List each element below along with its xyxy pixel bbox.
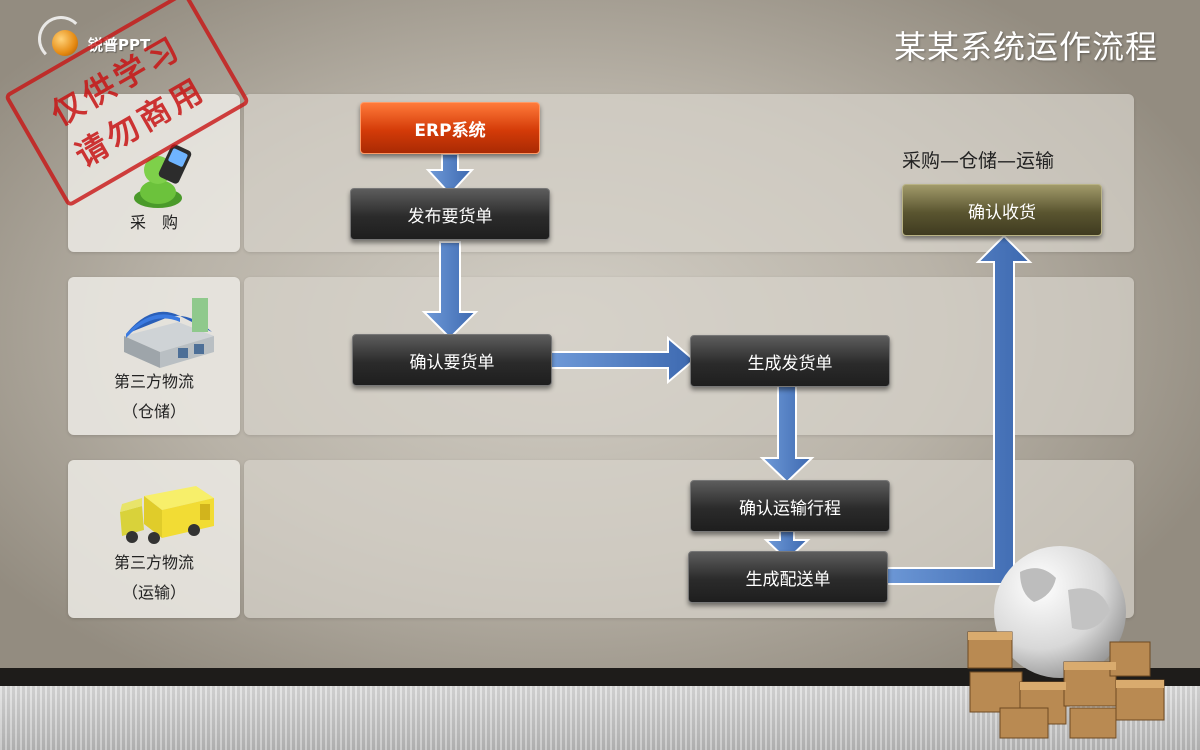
arrow-publish-to-confirm <box>421 241 479 340</box>
box-generate-delivery: 生成配送单 <box>688 551 888 603</box>
box-publish-order: 发布要货单 <box>350 188 550 240</box>
warehouse-icon <box>124 298 214 368</box>
box-confirm-receipt: 确认收货 <box>902 184 1102 236</box>
lane-name-purchase: 采 购 <box>129 213 178 232</box>
lane-subname-warehouse: （仓储） <box>121 402 186 421</box>
arrow-delivery-to-receipt <box>877 234 1033 585</box>
phone-person-icon <box>134 144 192 208</box>
lane-name-transport: 第三方物流 <box>113 553 194 572</box>
box-confirm-order: 确认要货单 <box>352 334 552 386</box>
arrow-shipment-to-transport <box>759 385 815 484</box>
box-confirm-transport: 确认运输行程 <box>690 480 890 532</box>
arrow-erp-to-publish <box>425 153 475 196</box>
flow-annotation: 采购—仓储—运输 <box>902 150 1055 172</box>
logo-swirl-icon <box>38 16 84 62</box>
logo-text: 锐普PPT <box>88 36 151 54</box>
arrow-confirm-to-shipment <box>547 335 696 385</box>
page-title: 某某系统运作流程 <box>893 28 1158 66</box>
floor-band <box>0 668 1200 686</box>
truck-icon <box>120 486 214 544</box>
globe-boxes-icon <box>967 546 1165 739</box>
lane-name-warehouse: 第三方物流 <box>113 372 194 391</box>
logo-ball-icon <box>52 30 78 56</box>
logo: 锐普PPT <box>30 14 190 64</box>
box-erp-system: ERP系统 <box>360 102 540 154</box>
box-generate-shipment: 生成发货单 <box>690 335 890 387</box>
lane-subname-transport: （运输） <box>121 583 186 602</box>
